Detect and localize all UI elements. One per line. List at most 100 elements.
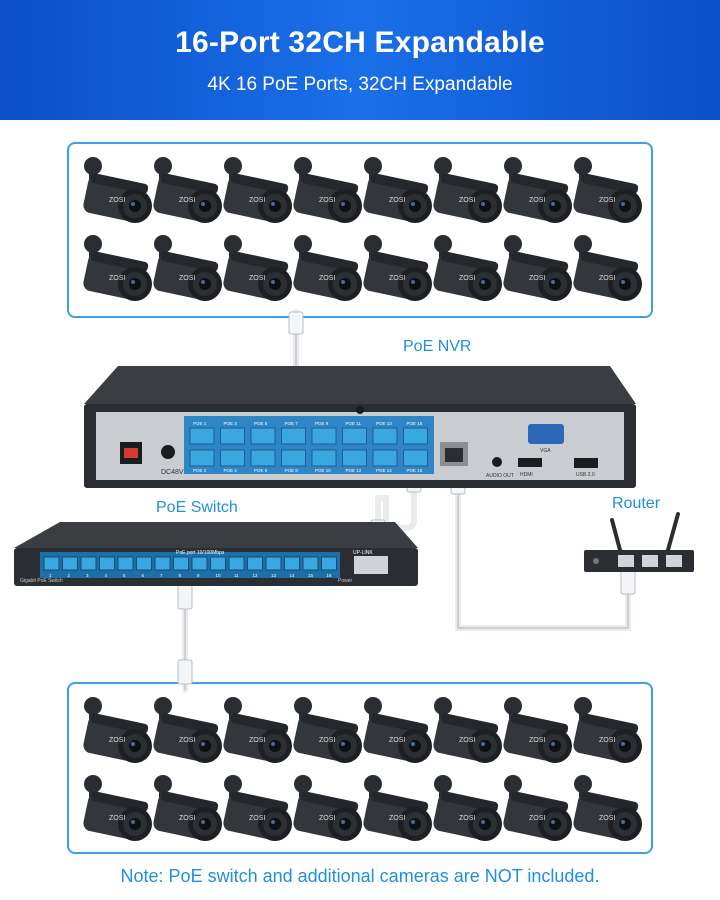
camera: ZOSI [215, 150, 301, 230]
bullet-camera-icon: ZOSI [293, 775, 362, 841]
page-title: 16-Port 32CH Expandable [175, 26, 545, 59]
bullet-camera-icon: ZOSI [83, 157, 152, 223]
camera: ZOSI [75, 150, 161, 230]
bullet-camera-icon: ZOSI [223, 157, 292, 223]
switch-poe-port [228, 556, 245, 571]
camera-brand-label: ZOSI [459, 275, 475, 282]
bullet-camera-icon: ZOSI [83, 697, 152, 763]
camera-brand-label: ZOSI [389, 737, 405, 744]
camera-brand-label: ZOSI [599, 737, 615, 744]
nvr-port-label: POE 16 [407, 468, 423, 473]
camera-brand-label: ZOSI [249, 275, 265, 282]
camera-row: ZOSI ZOSI ZOSI ZOSI ZOSI ZOSI ZOSI ZOSI [69, 228, 655, 308]
bullet-camera-icon: ZOSI [363, 157, 432, 223]
camera: ZOSI [565, 690, 651, 770]
nvr-power-label: DC48V [161, 469, 184, 476]
bullet-camera-icon: ZOSI [433, 697, 502, 763]
camera: ZOSI [495, 690, 581, 770]
camera: ZOSI [495, 228, 581, 308]
antenna-icon [666, 512, 680, 552]
camera-brand-label: ZOSI [109, 815, 125, 822]
bullet-camera-icon: ZOSI [503, 775, 572, 841]
camera-brand-label: ZOSI [109, 275, 125, 282]
camera-brand-label: ZOSI [179, 275, 195, 282]
camera-brand-label: ZOSI [459, 815, 475, 822]
nvr-poe-port [311, 449, 337, 467]
camera: ZOSI [425, 690, 511, 770]
switch-port-number: 4 [105, 573, 108, 578]
power-jack-icon [161, 445, 175, 459]
bullet-camera-icon: ZOSI [503, 235, 572, 301]
switch-poe-port [265, 556, 282, 571]
camera-brand-label: ZOSI [319, 815, 335, 822]
nvr-audio-label: AUDIO OUT [486, 473, 514, 479]
nvr-label: PoE NVR [403, 338, 472, 355]
bullet-camera-icon: ZOSI [83, 775, 152, 841]
audio-port [492, 457, 502, 467]
vga-port [528, 424, 564, 444]
switch-poe-port [80, 556, 97, 571]
bullet-camera-icon: ZOSI [153, 697, 222, 763]
switch-port-number: 6 [142, 573, 145, 578]
bullet-camera-icon: ZOSI [363, 697, 432, 763]
bullet-camera-icon: ZOSI [573, 235, 642, 301]
nvr-port-label: POE 2 [193, 468, 207, 473]
camera-brand-label: ZOSI [179, 737, 195, 744]
switch-port-number: 14 [290, 573, 296, 578]
bullet-camera-icon: ZOSI [293, 235, 362, 301]
bullet-camera-icon: ZOSI [223, 697, 292, 763]
camera-brand-label: ZOSI [179, 197, 195, 204]
switch-port-number: 8 [179, 573, 182, 578]
nvr-poe-port [342, 427, 367, 445]
camera: ZOSI [285, 150, 371, 230]
bullet-camera-icon: ZOSI [293, 157, 362, 223]
camera: ZOSI [285, 768, 371, 848]
camera: ZOSI [495, 768, 581, 848]
switch-poe-port [62, 556, 78, 571]
switch-port-number: 12 [253, 573, 259, 578]
switch-port-number: 11 [234, 573, 239, 578]
switch-poe-port [117, 556, 134, 571]
switch-poe-port [284, 556, 300, 571]
switch-port-number: 1 [49, 573, 52, 578]
bullet-camera-icon: ZOSI [433, 775, 502, 841]
bullet-camera-icon: ZOSI [433, 235, 502, 301]
nvr-port-label: POE 13 [376, 421, 392, 426]
switch-poe-port [247, 556, 263, 571]
camera: ZOSI [565, 150, 651, 230]
camera: ZOSI [355, 690, 441, 770]
nvr-vga-label: VGA [540, 448, 551, 454]
camera: ZOSI [425, 228, 511, 308]
bullet-camera-icon: ZOSI [363, 235, 432, 301]
camera-brand-label: ZOSI [319, 197, 335, 204]
nvr-poe-port [281, 449, 306, 467]
camera-brand-label: ZOSI [249, 197, 265, 204]
camera-brand-label: ZOSI [389, 197, 405, 204]
nvr-hdmi-label: HDMI [520, 472, 533, 478]
router-device [584, 512, 694, 572]
camera: ZOSI [495, 150, 581, 230]
camera-brand-label: ZOSI [599, 275, 615, 282]
router-label: Router [612, 495, 661, 512]
nvr-poe-port [281, 427, 306, 445]
camera: ZOSI [355, 228, 441, 308]
nvr-poe-port [220, 427, 245, 445]
bullet-camera-icon: ZOSI [573, 157, 642, 223]
nvr-port-label: POE 10 [315, 468, 331, 473]
switch-model-label: Gigabit PoE Switch [20, 578, 63, 584]
nvr-poe-port [250, 427, 276, 445]
camera-brand-label: ZOSI [319, 275, 335, 282]
camera-brand-label: ZOSI [529, 737, 545, 744]
bullet-camera-icon: ZOSI [363, 775, 432, 841]
nvr-port-label: POE 8 [285, 468, 299, 473]
camera-brand-label: ZOSI [529, 197, 545, 204]
bullet-camera-icon: ZOSI [503, 157, 572, 223]
camera: ZOSI [565, 768, 651, 848]
camera-brand-label: ZOSI [459, 737, 475, 744]
